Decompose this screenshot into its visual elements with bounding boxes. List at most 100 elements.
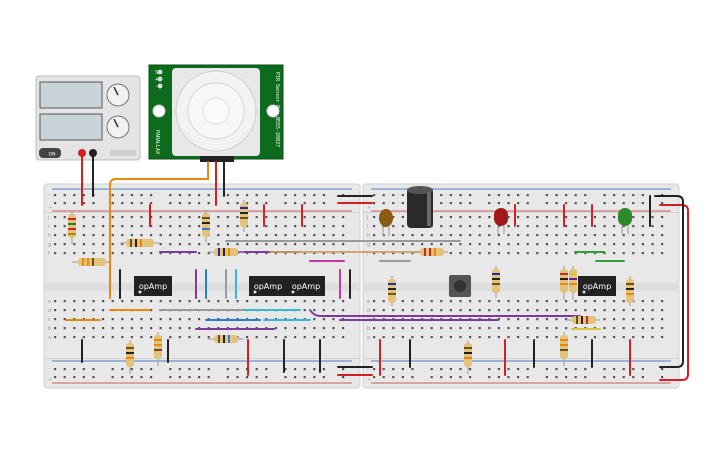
breadboard-hole[interactable] [488, 225, 491, 228]
opamp-chip-3[interactable]: opAmp [287, 276, 325, 296]
rail-hole[interactable] [603, 194, 606, 197]
rail-hole[interactable] [188, 368, 191, 371]
breadboard-hole[interactable] [82, 225, 85, 228]
breadboard-hole[interactable] [632, 243, 635, 246]
breadboard-hole[interactable] [565, 300, 568, 303]
rail-hole[interactable] [207, 194, 210, 197]
rail-hole[interactable] [54, 194, 57, 197]
breadboard-hole[interactable] [92, 243, 95, 246]
breadboard-hole[interactable] [188, 225, 191, 228]
breadboard-hole[interactable] [130, 300, 133, 303]
breadboard-hole[interactable] [284, 234, 287, 237]
rail-hole[interactable] [382, 202, 385, 205]
breadboard-hole[interactable] [102, 300, 105, 303]
rail-hole[interactable] [246, 202, 249, 205]
breadboard-hole[interactable] [332, 309, 335, 312]
rail-hole[interactable] [73, 368, 76, 371]
breadboard-hole[interactable] [63, 336, 66, 339]
breadboard-hole[interactable] [401, 234, 404, 237]
breadboard-hole[interactable] [102, 252, 105, 255]
breadboard-hole[interactable] [603, 216, 606, 219]
rail-hole[interactable] [584, 194, 587, 197]
breadboard-hole[interactable] [207, 300, 210, 303]
breadboard-hole[interactable] [342, 300, 345, 303]
rail-hole[interactable] [255, 376, 258, 379]
breadboard-hole[interactable] [565, 327, 568, 330]
breadboard-hole[interactable] [246, 234, 249, 237]
breadboard-hole[interactable] [632, 327, 635, 330]
rail-hole[interactable] [303, 202, 306, 205]
rail-hole[interactable] [188, 376, 191, 379]
breadboard-hole[interactable] [622, 300, 625, 303]
rail-hole[interactable] [313, 194, 316, 197]
breadboard-hole[interactable] [440, 309, 443, 312]
wire-purple-long[interactable] [309, 309, 581, 317]
breadboard-hole[interactable] [217, 300, 220, 303]
breadboard-hole[interactable] [284, 327, 287, 330]
breadboard-hole[interactable] [217, 216, 220, 219]
rail-hole[interactable] [469, 194, 472, 197]
rail-hole[interactable] [294, 194, 297, 197]
breadboard-hole[interactable] [593, 225, 596, 228]
rail-hole[interactable] [401, 194, 404, 197]
breadboard-hole[interactable] [198, 216, 201, 219]
breadboard-hole[interactable] [255, 336, 258, 339]
breadboard-hole[interactable] [73, 336, 76, 339]
breadboard-hole[interactable] [661, 216, 664, 219]
breadboard-hole[interactable] [641, 336, 644, 339]
breadboard-hole[interactable] [459, 252, 462, 255]
breadboard-hole[interactable] [392, 225, 395, 228]
breadboard-hole[interactable] [188, 327, 191, 330]
breadboard-hole[interactable] [401, 216, 404, 219]
breadboard-hole[interactable] [641, 216, 644, 219]
breadboard-hole[interactable] [497, 234, 500, 237]
breadboard-hole[interactable] [526, 252, 529, 255]
breadboard-hole[interactable] [63, 216, 66, 219]
rail-hole[interactable] [661, 368, 664, 371]
breadboard-hole[interactable] [207, 336, 210, 339]
breadboard-hole[interactable] [313, 243, 316, 246]
breadboard-hole[interactable] [140, 300, 143, 303]
rail-hole[interactable] [226, 376, 229, 379]
rail-hole[interactable] [488, 368, 491, 371]
breadboard-hole[interactable] [322, 300, 325, 303]
wire-right-negative-loop[interactable] [654, 195, 684, 368]
breadboard-hole[interactable] [130, 336, 133, 339]
rail-hole[interactable] [459, 376, 462, 379]
breadboard-hole[interactable] [303, 234, 306, 237]
breadboard-hole[interactable] [188, 234, 191, 237]
breadboard-hole[interactable] [641, 234, 644, 237]
breadboard-hole[interactable] [54, 318, 57, 321]
breadboard-hole[interactable] [622, 243, 625, 246]
breadboard-hole[interactable] [497, 318, 500, 321]
breadboard-hole[interactable] [284, 252, 287, 255]
rail-hole[interactable] [382, 194, 385, 197]
rail-hole[interactable] [265, 194, 268, 197]
breadboard-hole[interactable] [303, 300, 306, 303]
breadboard-hole[interactable] [421, 243, 424, 246]
breadboard-hole[interactable] [526, 216, 529, 219]
resistor-r7[interactable] [414, 248, 448, 256]
breadboard-hole[interactable] [382, 300, 385, 303]
breadboard-hole[interactable] [82, 327, 85, 330]
rail-hole[interactable] [440, 368, 443, 371]
rail-hole[interactable] [641, 376, 644, 379]
breadboard-hole[interactable] [478, 252, 481, 255]
rail-hole[interactable] [401, 376, 404, 379]
breadboard-hole[interactable] [111, 336, 114, 339]
breadboard-hole[interactable] [159, 234, 162, 237]
breadboard-hole[interactable] [73, 243, 76, 246]
breadboard-hole[interactable] [274, 225, 277, 228]
resistor-r4[interactable] [202, 210, 210, 242]
breadboard-hole[interactable] [111, 243, 114, 246]
breadboard-hole[interactable] [526, 309, 529, 312]
breadboard-hole[interactable] [536, 336, 539, 339]
rail-hole[interactable] [342, 368, 345, 371]
breadboard-hole[interactable] [613, 234, 616, 237]
rail-hole[interactable] [613, 202, 616, 205]
breadboard-hole[interactable] [342, 216, 345, 219]
breadboard-hole[interactable] [63, 252, 66, 255]
breadboard-hole[interactable] [401, 225, 404, 228]
breadboard-hole[interactable] [246, 300, 249, 303]
